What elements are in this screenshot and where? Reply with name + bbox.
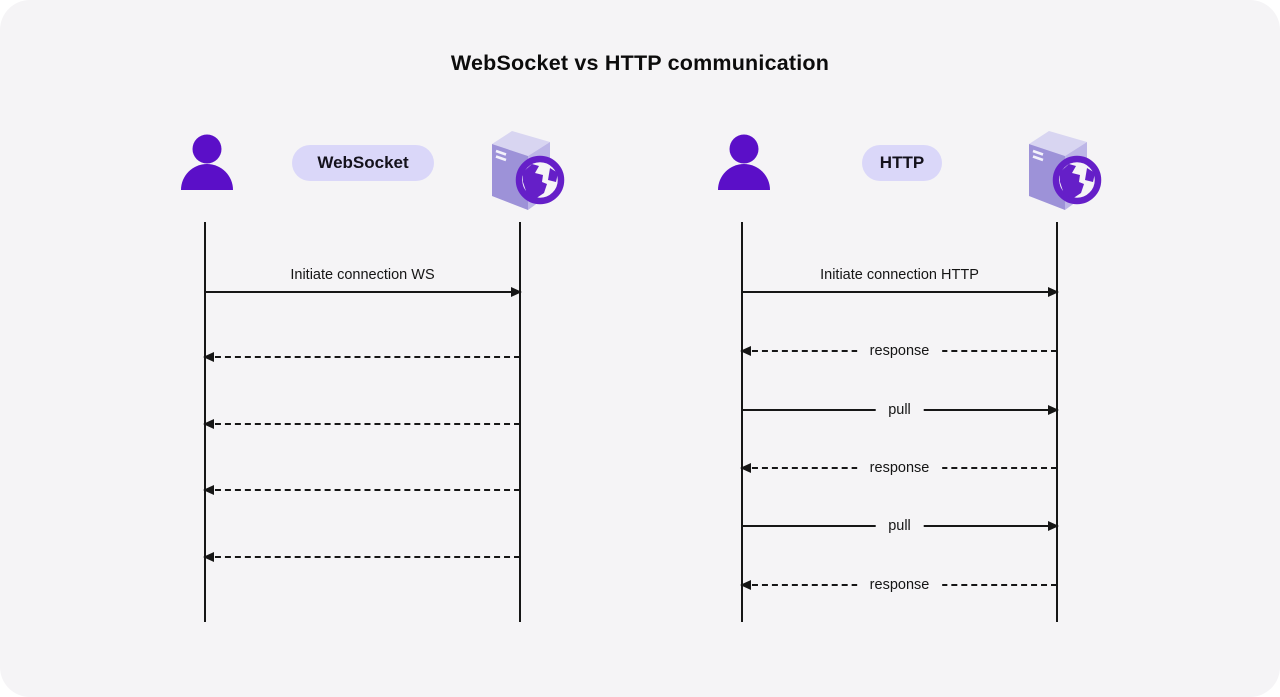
arrow-label: pull [875,402,924,418]
arrowhead-left-icon [203,485,214,495]
message-arrow: Initiate connection HTTP [742,267,1059,297]
arrow-label: pull [875,518,924,534]
globe-icon [515,155,565,205]
arrow-label: response [856,460,943,476]
arrowhead-right-icon [1048,287,1059,297]
server-icon [492,131,565,210]
lifeline-http-server [1056,222,1058,622]
arrow-label: response [856,343,943,359]
diagram-title: WebSocket vs HTTP communication [450,51,830,75]
user-icon [718,134,770,190]
arrowhead-right-icon [1048,405,1059,415]
message-arrow [203,485,520,495]
protocol-pill-label: WebSocket [317,153,409,172]
message-arrow: response [740,460,1057,476]
message-arrow [203,552,520,562]
message-arrow: pull [742,402,1059,418]
arrowhead-left-icon [740,463,751,473]
protocol-pill-websocket: WebSocket [292,145,434,181]
message-arrow: response [740,577,1057,593]
protocol-pill-http: HTTP [862,145,942,181]
server-icon [1029,131,1102,210]
arrowhead-left-icon [203,419,214,429]
protocol-pill-label: HTTP [879,153,925,172]
user-icon [181,134,233,190]
lifeline-http-client [741,222,743,622]
globe-icon [1052,155,1102,205]
message-arrow [203,419,520,429]
lifeline-ws-server [519,222,521,622]
arrowhead-right-icon [511,287,522,297]
arrowhead-left-icon [203,352,214,362]
arrowhead-left-icon [740,346,751,356]
message-arrow: Initiate connection WS [205,267,522,297]
arrow-label: response [856,577,943,593]
arrowhead-left-icon [203,552,214,562]
arrowhead-right-icon [1048,521,1059,531]
arrow-label: Initiate connection HTTP [820,267,979,283]
message-arrow: response [740,343,1057,359]
arrowhead-left-icon [740,580,751,590]
message-arrow: pull [742,518,1059,534]
message-arrow [203,352,520,362]
arrow-label: Initiate connection WS [290,267,435,283]
